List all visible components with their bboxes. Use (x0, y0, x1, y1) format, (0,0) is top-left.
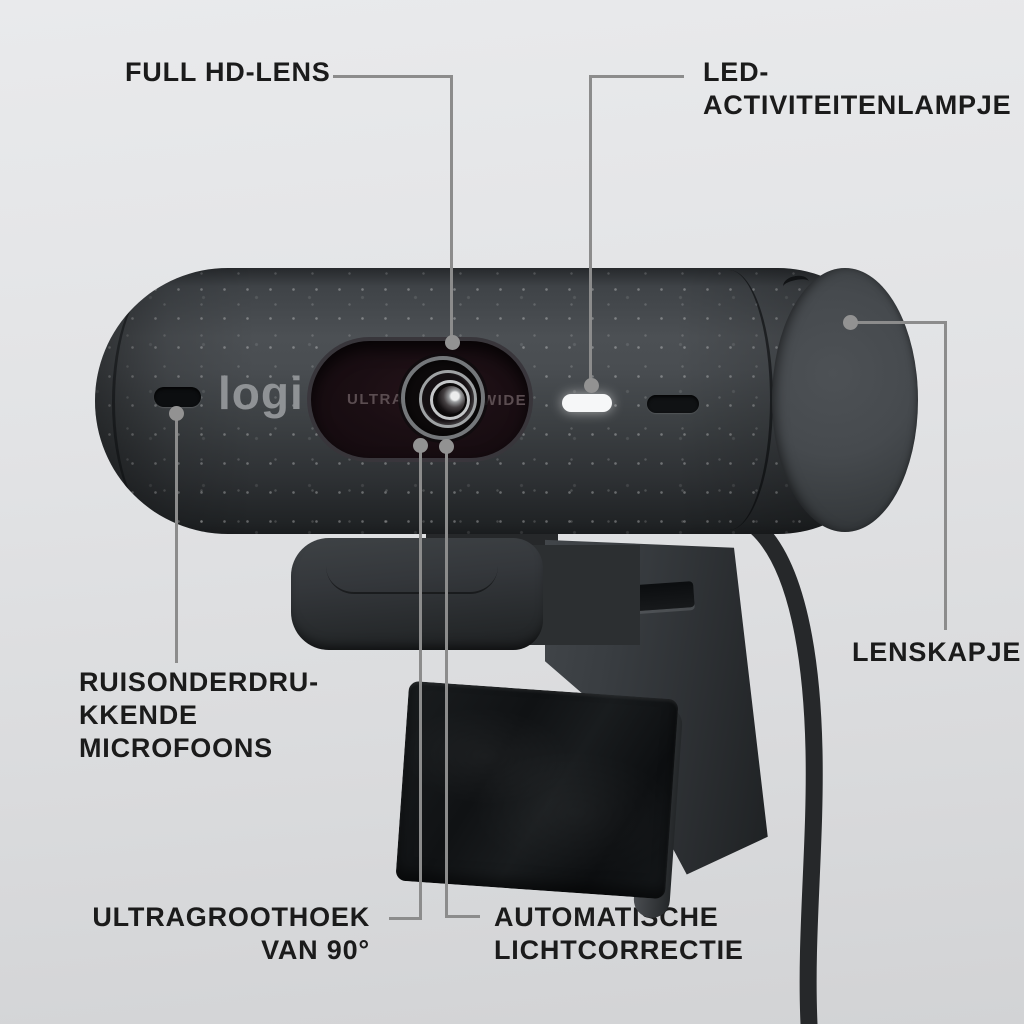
logi-logo: logi (218, 367, 304, 419)
callout-dot-full-hd (445, 335, 460, 350)
callout-line-autolight-h (447, 915, 480, 918)
label-auto-light-correction: AUTOMATISCHE LICHTCORRECTIE (494, 901, 744, 967)
callout-line-mics-v (175, 419, 178, 663)
label-full-hd-lens: FULL HD-LENS (125, 56, 331, 89)
callout-line-full-hd-v (450, 75, 453, 338)
callout-line-led-h (590, 75, 684, 78)
label-lens-cap: LENSKAPJE (852, 636, 1021, 669)
led-activity-light (562, 394, 612, 412)
microphone-slot-right (647, 395, 699, 413)
callout-line-full-hd-h (333, 75, 453, 78)
webcam-body (95, 268, 900, 534)
label-line: ULTRAGROOTHOEK (92, 902, 370, 932)
label-line: AUTOMATISCHE (494, 902, 719, 932)
lens-window-text-ultra: ULTRA (347, 391, 405, 408)
label-line: LENSKAPJE (852, 637, 1022, 667)
callout-dot-lenscap (843, 315, 858, 330)
callout-line-ultrawide-h (389, 917, 421, 920)
right-endcap-seam (685, 270, 773, 530)
callout-dot-mics (169, 406, 184, 421)
callout-dot-ultrawide (413, 438, 428, 453)
mount-hinge-barrel (326, 536, 498, 594)
label-line: KKENDE (79, 700, 198, 730)
label-line: LED- (703, 57, 770, 87)
label-line: LICHTCORRECTIE (494, 935, 744, 965)
callout-line-led-v (589, 75, 592, 381)
label-line: VAN 90° (261, 935, 370, 965)
callout-line-ultrawide-v (419, 451, 422, 920)
lens-window-text-wide: WIDE (482, 392, 528, 409)
lens-glass-highlight (437, 386, 465, 414)
microphone-slot-left (154, 387, 201, 407)
callout-line-lenscap-h (852, 321, 947, 324)
label-line: MICROFOONS (79, 733, 273, 763)
endcap-texture (772, 268, 918, 532)
left-endcap-seam (112, 282, 205, 522)
label-noise-cancelling-mics: RUISONDERDRU- KKENDE MICROFOONS (79, 666, 319, 765)
lens-cap-endcap (772, 268, 918, 532)
callout-line-autolight-v (445, 452, 448, 918)
label-led-activity-light: LED- ACTIVITEITENLAMPJE (703, 56, 1011, 122)
callout-dot-autolight (439, 439, 454, 454)
label-ultra-wide-angle: ULTRAGROOTHOEK VAN 90° (90, 901, 370, 967)
usb-cable-path (747, 518, 823, 1024)
label-line: FULL HD-LENS (125, 57, 331, 87)
callout-dot-led (584, 378, 599, 393)
label-line: ACTIVITEITENLAMPJE (703, 90, 1012, 120)
label-line: RUISONDERDRU- (79, 667, 319, 697)
callout-line-lenscap-v (944, 321, 947, 630)
